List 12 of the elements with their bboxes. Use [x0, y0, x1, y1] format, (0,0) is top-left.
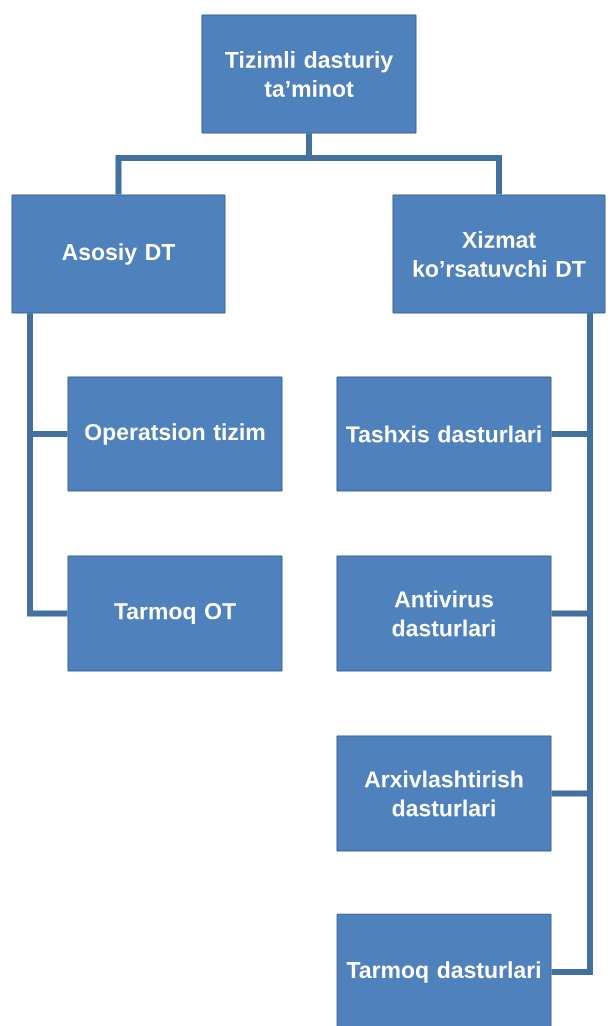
process-box: Asosiy DT — [11, 194, 226, 314]
connector-line — [551, 313, 593, 975]
process-box: Antivirus dasturlari — [336, 555, 552, 672]
process-box: Tarmoq dasturlari — [336, 913, 552, 1026]
process-box: Tizimli dasturiy ta’minot — [201, 14, 417, 134]
process-box: Operatsion tizim — [67, 376, 283, 492]
process-box: Tarmoq OT — [67, 555, 283, 672]
process-box: Xizmat ko’rsatuvchi DT — [392, 194, 606, 314]
process-box: Arxivlashtirish dasturlari — [336, 735, 552, 852]
process-box: Tashxis dasturlari — [336, 376, 552, 492]
connector-line — [306, 133, 502, 195]
connector-line — [27, 313, 68, 617]
